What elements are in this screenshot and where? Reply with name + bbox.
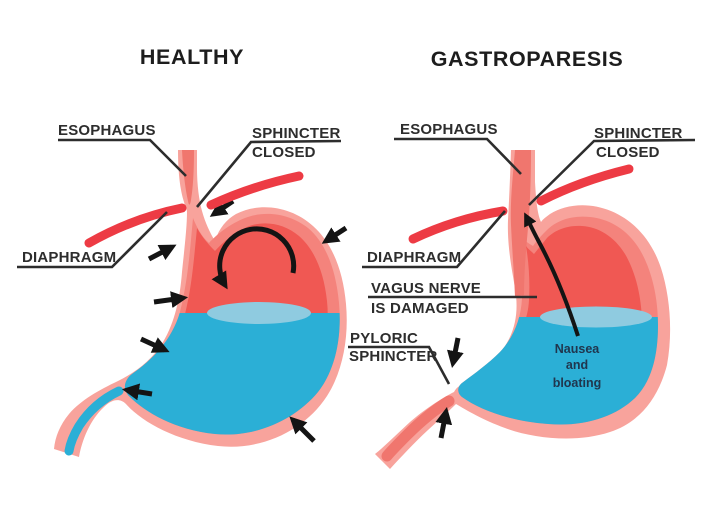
vagus-nerve-label-line1: VAGUS NERVE [371, 280, 481, 297]
gastroparesis-callouts: ESOPHAGUS SPHINCTER CLOSED DIAPHRAGM VAG… [348, 121, 696, 385]
diaphragm-band-left-icon [408, 206, 508, 244]
compression-arrow-icon [321, 225, 348, 244]
gastroparesis-liquid-surface [540, 306, 652, 328]
sphincter-label-line2: CLOSED [596, 144, 660, 161]
diaphragm-pointer-line [17, 211, 168, 269]
churn-circular-arrow-icon [211, 226, 297, 290]
esophagus-label: ESOPHAGUS [58, 122, 156, 139]
symptom-annotation-line1: Nausea [555, 342, 601, 356]
sphincter-label-line2: CLOSED [252, 144, 316, 161]
compression-arrow-icon [139, 336, 170, 353]
pyloric-sphincter-label-line2: SPHINCTER [349, 348, 437, 365]
diaphragm-band-right-icon [536, 164, 634, 206]
healthy-callouts: ESOPHAGUS SPHINCTER CLOSED DIAPHRAGM [17, 122, 342, 269]
healthy-stomach-figure [54, 150, 348, 457]
compression-arrow-icon [147, 244, 177, 262]
esophagus-label: ESOPHAGUS [400, 121, 498, 138]
diaphragm-pointer-line [362, 210, 506, 269]
reflux-up-arrow-icon [524, 212, 580, 337]
esophagus-pointer-line [58, 138, 187, 177]
sphincter-pointer-line [196, 139, 342, 208]
diaphragm-label: DIAPHRAGM [22, 249, 116, 266]
healthy-duodenum-flow [64, 386, 124, 456]
sphincter-pointer-line [528, 138, 696, 206]
symptom-annotation-line3: bloating [553, 376, 602, 390]
healthy-title: HEALTHY [140, 45, 244, 69]
diaphragm-label: DIAPHRAGM [367, 249, 461, 266]
symptom-annotation-line2: and [566, 358, 588, 372]
gastroparesis-esophagus-core [510, 150, 531, 297]
pylorus-closed-arrow-icon [446, 337, 464, 369]
pyloric-sphincter-pointer-line [348, 345, 451, 385]
vagus-nerve-label-line2: IS DAMAGED [371, 300, 469, 317]
compression-arrow-icon [121, 383, 153, 401]
compression-arrow-icon [209, 198, 235, 217]
gastroparesis-title: GASTROPARESIS [431, 47, 624, 71]
healthy-liquid-surface [207, 302, 311, 324]
pylorus-closed-arrow-icon [435, 406, 453, 439]
sphincter-label-line1: SPHINCTER [594, 125, 682, 142]
compression-arrow-icon [289, 416, 316, 443]
compression-arrow-icon [153, 291, 189, 309]
esophagus-pointer-line [394, 137, 522, 175]
diaphragm-band-right-icon [206, 171, 304, 210]
healthy-esophagus-core [182, 150, 194, 205]
pyloric-sphincter-label-line1: PYLORIC [350, 330, 418, 347]
sphincter-label-line1: SPHINCTER [252, 125, 340, 142]
diaphragm-band-left-icon [84, 203, 187, 248]
